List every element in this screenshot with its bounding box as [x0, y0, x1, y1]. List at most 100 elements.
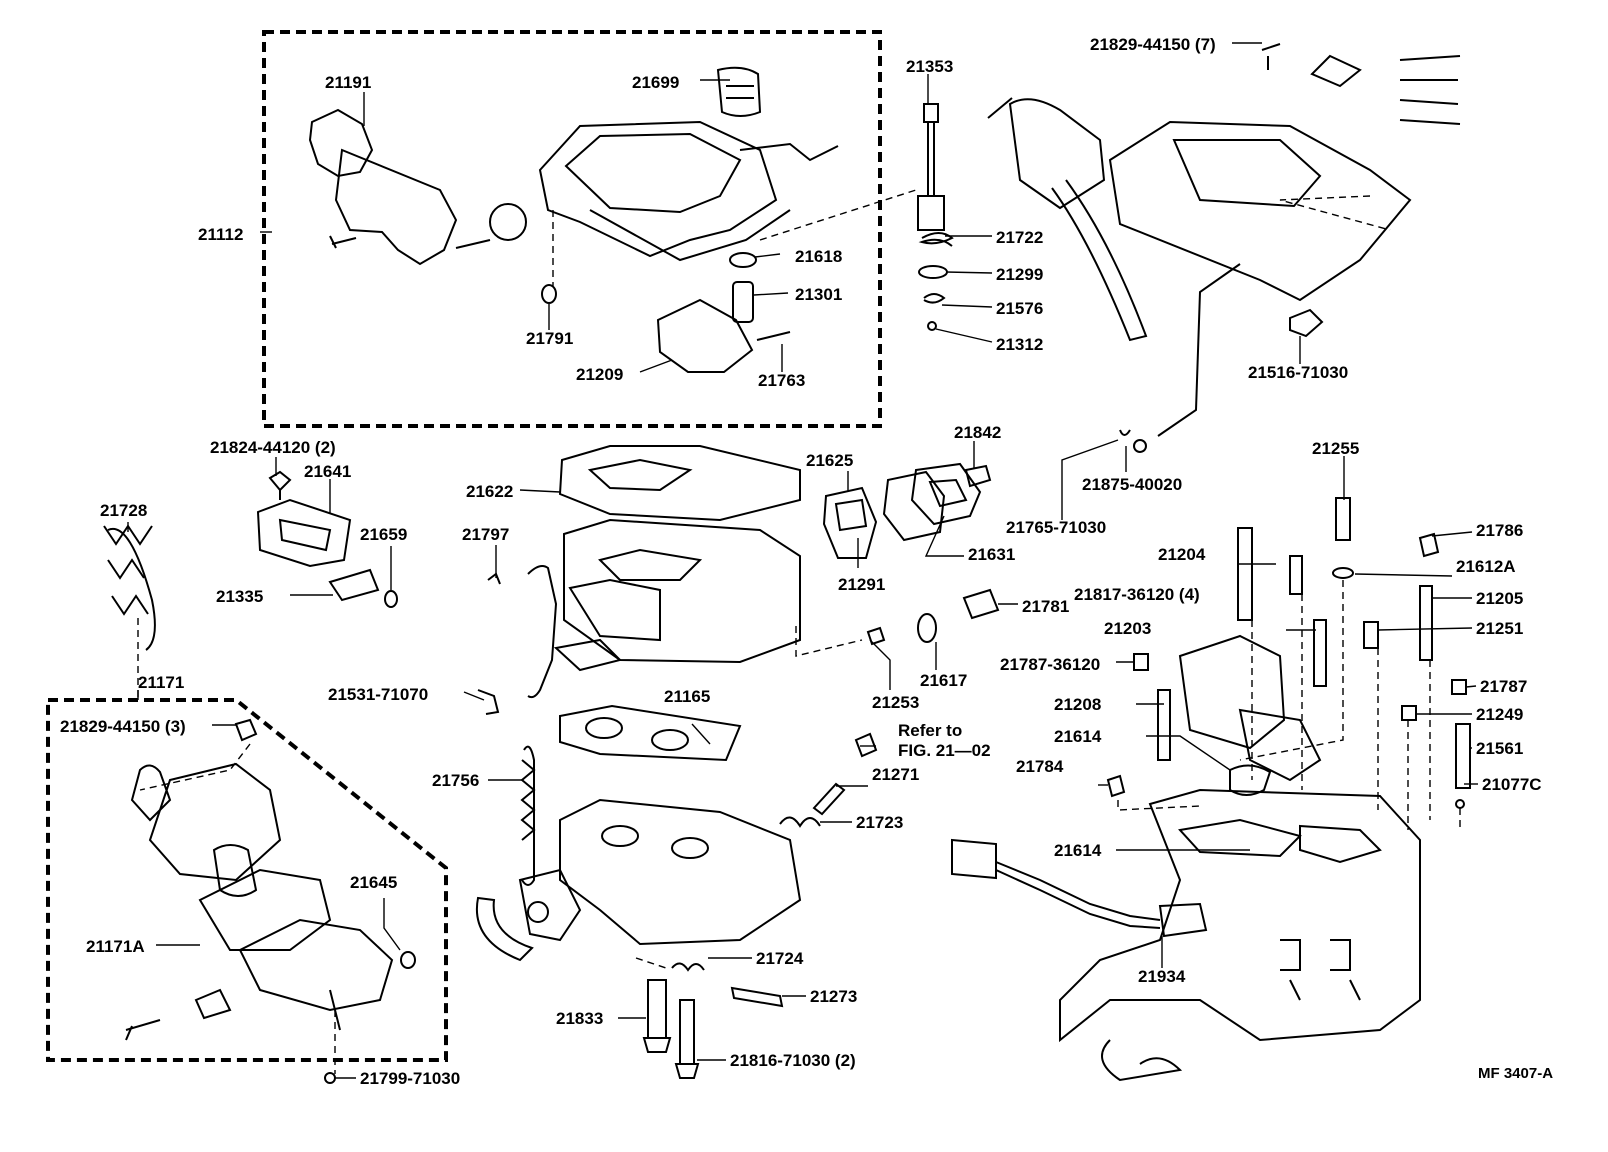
label-21614-a: 21614: [1054, 727, 1102, 746]
gasket-hole-a: [585, 717, 623, 739]
label-21301: 21301: [795, 285, 842, 304]
label-21622: 21622: [466, 482, 513, 501]
clip-21797: [487, 572, 501, 585]
label-21645: 21645: [350, 873, 397, 892]
gasket-21617: [917, 613, 937, 643]
label-21728: 21728: [100, 501, 147, 520]
screw-21842: [964, 464, 992, 488]
label-21255: 21255: [1312, 439, 1359, 458]
gasket-21641: [256, 498, 352, 568]
label-21204: 21204: [1158, 545, 1206, 564]
clip-21576: [923, 293, 946, 304]
gasket-21875: [1133, 439, 1147, 453]
align-line-10: [1251, 594, 1303, 790]
label-21612A: 21612A: [1456, 557, 1516, 576]
label-21165: 21165: [664, 687, 710, 706]
cover-21209: [656, 298, 754, 373]
spring-21722: [918, 232, 954, 247]
label-21625: 21625: [806, 451, 853, 470]
label-21641: 21641: [304, 462, 351, 481]
pin-21763: [756, 331, 791, 341]
align-line-3: [795, 626, 863, 657]
label-21631: 21631: [968, 545, 1015, 564]
callout-labels: 21191 21699 21353 21829-44150 (7) 21112 …: [60, 35, 1553, 1088]
screw-21824: [268, 470, 292, 500]
label-21273: 21273: [810, 987, 857, 1006]
screw-21171a: [125, 1019, 161, 1041]
label-21781: 21781: [1022, 597, 1069, 616]
align-line-2: [759, 189, 917, 241]
label-21531-71070: 21531-71070: [328, 685, 428, 704]
ball-21312: [927, 321, 937, 331]
label-21763: 21763: [758, 371, 805, 390]
spring-21723: [779, 816, 821, 828]
washer-21791: [541, 284, 557, 304]
label-21561: 21561: [1476, 739, 1523, 758]
label-21791: 21791: [526, 329, 573, 348]
label-21659: 21659: [360, 525, 407, 544]
clip-21531: [477, 689, 500, 715]
choke-breaker-21191: [308, 108, 527, 266]
label-fig-21-02: FIG. 21—02: [898, 741, 991, 760]
label-21299: 21299: [996, 265, 1043, 284]
ball-21077C: [1455, 799, 1465, 809]
label-21614-b: 21614: [1054, 841, 1102, 860]
screw-21816: [674, 999, 700, 1079]
spring-21756: [521, 745, 535, 886]
label-21765-71030: 21765-71030: [1006, 518, 1106, 537]
label-21191: 21191: [325, 73, 371, 92]
plug-21253: [866, 626, 886, 646]
jet-21251: [1363, 621, 1379, 649]
gasket-21618: [729, 252, 757, 268]
screw-21112: [329, 235, 357, 249]
label-21576: 21576: [996, 299, 1043, 318]
valve-21255: [1335, 497, 1351, 541]
label-21799-71030: 21799-71030: [360, 1069, 460, 1088]
fitting-21781: [962, 588, 1000, 620]
label-21291: 21291: [838, 575, 885, 594]
air-horn-assembly: [987, 54, 1461, 437]
gasket-hole-b: [651, 729, 689, 751]
screw-21833: [642, 979, 672, 1053]
label-21171: 21171: [138, 673, 184, 692]
label-21516-71030: 21516-71030: [1248, 363, 1348, 382]
label-21724: 21724: [756, 949, 804, 968]
label-21722: 21722: [996, 228, 1043, 247]
jet-21205: [1419, 585, 1433, 661]
label-21829-44150-7: 21829-44150 (7): [1090, 35, 1216, 54]
label-21271: 21271: [872, 765, 919, 784]
label-21934: 21934: [1138, 967, 1186, 986]
label-21208: 21208: [1054, 695, 1101, 714]
label-refer-to: Refer to: [898, 721, 962, 740]
label-21875-40020: 21875-40020: [1082, 475, 1182, 494]
part-21335: [328, 568, 380, 602]
assembly-box-21112: [262, 30, 882, 428]
label-21171A: 21171A: [86, 937, 145, 956]
ring-21645: [400, 951, 416, 969]
label-21353: 21353: [906, 57, 953, 76]
gasket-21165: [559, 704, 742, 762]
label-21112: 21112: [198, 225, 243, 244]
jet-21203: [1313, 619, 1327, 687]
connector-21934: [951, 838, 1208, 938]
label-21829-44150-3: 21829-44150 (3): [60, 717, 186, 736]
label-21787: 21787: [1480, 677, 1527, 696]
label-21786: 21786: [1476, 521, 1523, 540]
label-21203: 21203: [1104, 619, 1151, 638]
label-21617: 21617: [920, 671, 967, 690]
label-21209: 21209: [576, 365, 623, 384]
spring-coils-21756: [520, 759, 536, 841]
spring-21724: [671, 962, 705, 972]
float-21614: [1178, 634, 1322, 796]
diaphragm-21699: [716, 66, 762, 117]
label-21699: 21699: [632, 73, 679, 92]
align-line-11: [1279, 195, 1391, 231]
gasket-21612A: [1332, 567, 1354, 579]
label-21784: 21784: [1016, 757, 1064, 776]
plug-21787: [1451, 679, 1467, 695]
label-21618: 21618: [795, 247, 842, 266]
carburetor-top-housing: [538, 120, 839, 262]
screw-21829-44150-3: [234, 718, 258, 742]
